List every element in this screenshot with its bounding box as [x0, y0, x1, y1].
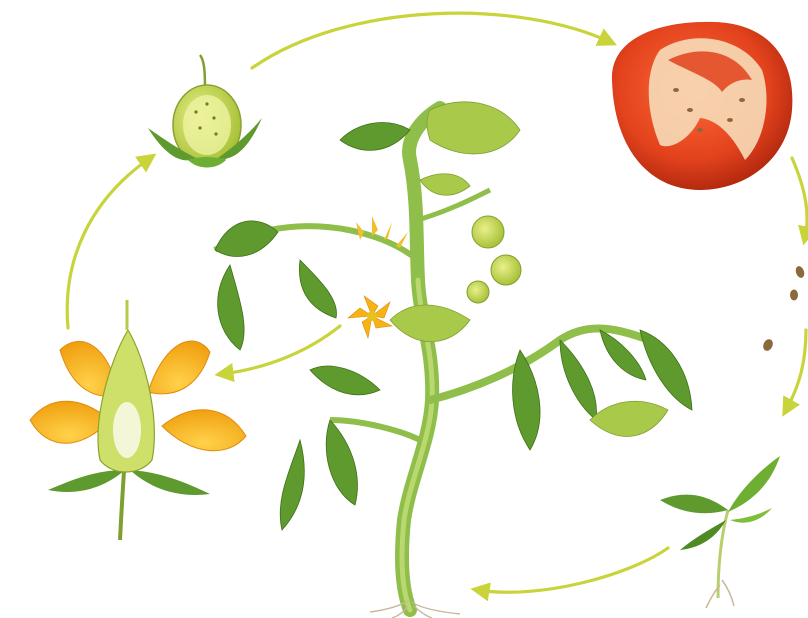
tomato-plant-icon: [215, 102, 692, 618]
arrow-young-fruit-to-ripe-fruit: [252, 13, 610, 68]
arrow-ripe-fruit-to-seeds: [792, 158, 807, 238]
flower-cross-section-icon: [30, 300, 246, 540]
young-fruit-icon: [148, 55, 262, 168]
arrow-seeds-to-seedling: [786, 330, 806, 410]
arrow-flower-to-young-fruit: [67, 158, 150, 328]
tomato-cross-section-icon: [612, 22, 792, 190]
plant-flower-icon: [348, 296, 392, 338]
seed-icon: [761, 265, 805, 352]
arrow-seedling-to-plant: [478, 548, 668, 592]
seedling-icon: [660, 456, 780, 608]
